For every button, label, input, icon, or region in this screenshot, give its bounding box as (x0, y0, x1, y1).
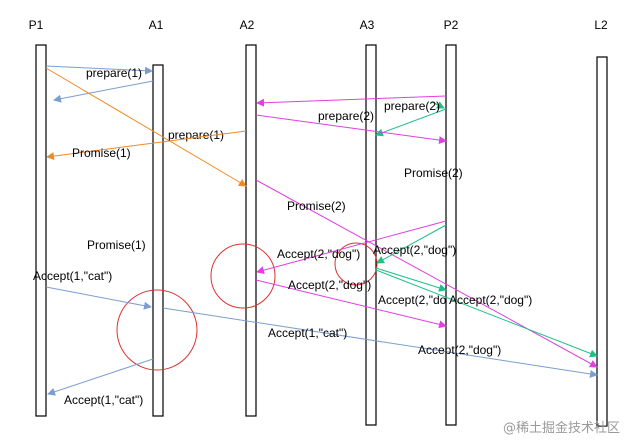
reject-circle-a1 (116, 289, 198, 371)
message-label: prepare(2) (384, 99, 440, 113)
message-accept2-a2-p2: Accept(2,"dog") (255, 278, 447, 329)
message-promise2-a2-l2: Promise(2) (255, 179, 598, 368)
message-accept2-a3-p2: Accept(2,"do (375, 267, 447, 307)
message-label: Accept(2,"do (378, 293, 447, 307)
note-promise1: Promise(1) (87, 238, 146, 252)
message-label: Accept(2,"dog") (449, 293, 532, 307)
lifeline-p1 (35, 44, 47, 417)
message-accept1-a1-p1: Accept(1,"cat") (47, 358, 154, 407)
message-label: Accept(1,"cat") (64, 393, 143, 407)
participant-label-a2: A2 (240, 18, 255, 32)
message-label: Accept(2,"dog") (418, 343, 501, 357)
message-promise1-a2-p1: Promise(1) (46, 130, 247, 161)
message-accept2-p2-l2-label: Accept(2,"dog") (418, 343, 501, 357)
message-label: Accept(1,"cat") (268, 326, 347, 340)
participant-label-a3: A3 (360, 18, 375, 32)
message-prepare1-p1-a1: prepare(1) (45, 65, 153, 80)
message-label: Promise(1) (72, 146, 131, 160)
participant-label-l2: L2 (594, 18, 608, 32)
message-label: Accept(2,"dog") (288, 278, 371, 292)
lifeline-a3 (365, 44, 377, 426)
message-reply-a1-p1 (53, 80, 154, 103)
participant-label-a1: A1 (149, 18, 164, 32)
message-prepare2-p2-a3: prepare(2) (375, 99, 447, 137)
participant-label-p2: P2 (444, 18, 459, 32)
lifeline-p2 (445, 44, 457, 426)
message-label: prepare(2) (318, 109, 374, 123)
lifeline-l2 (596, 56, 608, 427)
message-accept1-a1-l2: Accept(1,"cat") (162, 307, 598, 378)
note-promise2: Promise(2) (404, 166, 463, 180)
message-label: Accept(2,"dog") (373, 243, 456, 257)
message-prepare2-a2-p2: prepare(2) (255, 109, 447, 145)
reject-circle-a3 (334, 242, 378, 286)
message-accept2-p2-a2: Accept(2,"dog") (256, 220, 447, 275)
message-prepare2-p2-a2 (256, 95, 447, 107)
message-label: Promise(2) (287, 199, 346, 213)
message-accept1-p1-a1: Accept(1,"cat") (33, 269, 152, 310)
message-label: Accept(2,"dog") (277, 247, 360, 261)
message-label: Accept(1,"cat") (33, 269, 112, 283)
watermark: @稀土掘金技术社区 (503, 420, 620, 436)
message-label: prepare(1) (86, 66, 142, 80)
message-label: prepare(1) (168, 128, 224, 142)
participant-label-p1: P1 (29, 18, 44, 32)
message-accept2-a3-l2: Accept(2,"dog") (375, 269, 598, 358)
lifeline-a1 (152, 64, 164, 417)
reject-circle-a2 (210, 243, 276, 309)
lifeline-a2 (245, 44, 257, 417)
message-prepare1-p1-a2: prepare(1) (45, 67, 247, 187)
message-accept2-p2-a3: Accept(2,"dog") (373, 224, 456, 264)
